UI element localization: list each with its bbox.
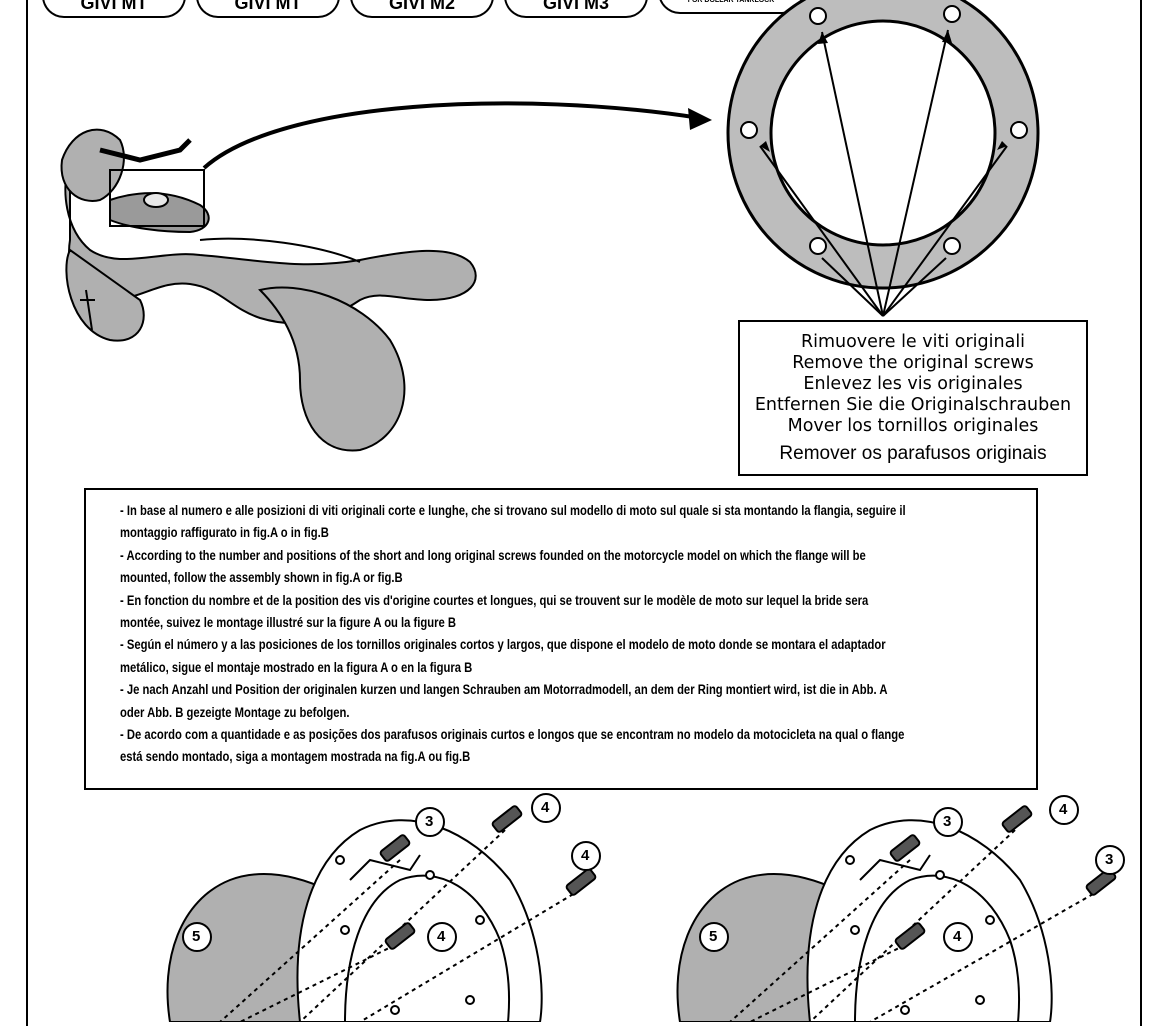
instruction-line: - In base al numero e alle posizioni di … [120,503,906,518]
instruction-line: montée, suivez le montage illustré sur l… [120,615,457,631]
arrowhead-icon [688,108,712,130]
caption-fr: Enlevez les vis originales [803,374,1023,394]
instruction-line: montaggio raffigurato in fig.A o in fig.… [120,525,329,541]
instruction-line: - En fonction du nombre et de la positio… [120,592,869,608]
tank-highlight-box [109,169,205,227]
instructions-box: - In base al numero e alle posizioni di … [84,488,1038,790]
motorcycle-illustration [60,128,477,452]
instruction-line: - Je nach Anzahl und Position der origin… [120,682,888,698]
caption-en: Remove the original screws [792,353,1034,373]
page-frame [26,0,1142,1026]
instruction-line: oder Abb. B gezeigte Montage zu befolgen… [120,704,350,720]
instruction-line: está sendo montado, siga a montagem most… [120,749,471,765]
caption-de: Entfernen Sie die Originalschrauben [754,395,1072,415]
pointer-arrow [202,101,701,170]
instruction-line: - Según el número y a las posiciones de … [120,637,886,653]
model-row: GIVI MT GIVI MT GIVI M2 GIVI M3 FOR DOLL… [42,0,804,18]
remove-screws-caption: Rimuovere le viti originali Remove the o… [738,320,1088,476]
caption-pt: Remover os parafusos originais [779,443,1047,464]
caption-es: Mover los tornillos originales [787,416,1039,436]
top-illustration [60,0,1040,452]
instruction-line: - According to the number and positions … [120,547,866,563]
flange-ring-diagram [726,0,1040,317]
caption-it: Rimuovere le viti originali [800,332,1026,352]
instruction-line: mounted, follow the assembly shown in fi… [120,570,403,586]
instruction-line: metálico, sigue el montaje mostrado en l… [120,659,473,675]
instruction-line: - De acordo com a quantidade e as posiçõ… [120,727,905,743]
